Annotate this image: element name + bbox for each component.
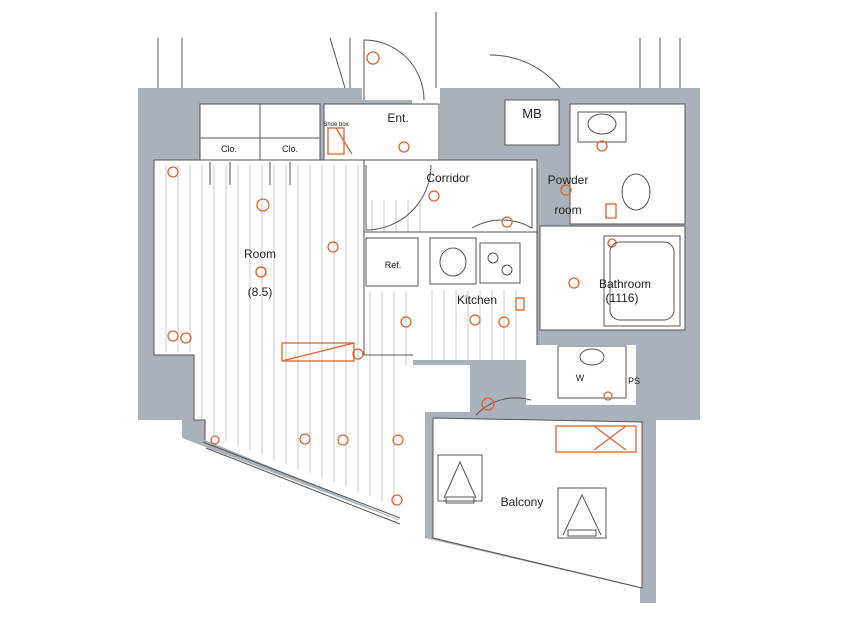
outlet-symbol — [560, 184, 572, 196]
washer-icon — [579, 348, 605, 366]
room-label: Room — [244, 247, 276, 261]
powder-room-label: Powder — [548, 173, 589, 187]
closet-label: Clo. — [221, 144, 237, 154]
closet-label: Clo. — [282, 144, 298, 154]
outlet-symbol — [180, 332, 192, 344]
room-size-label: (8.5) — [248, 285, 273, 299]
balcony-triangles — [437, 454, 607, 539]
corridor-flooring — [371, 200, 517, 360]
balcony-label: Balcony — [501, 495, 544, 509]
outlet-symbol — [352, 348, 364, 360]
interior-floor — [154, 100, 685, 588]
washer-label: W — [576, 373, 585, 383]
entrance-label: Ent. — [387, 111, 408, 125]
outlet-symbol — [398, 141, 410, 153]
room-flooring — [165, 165, 407, 506]
shoe-box-label: Shoe box — [323, 122, 348, 128]
toilet-icon — [621, 173, 651, 211]
outlet-symbol — [501, 216, 513, 228]
outlet-symbol — [299, 433, 311, 445]
doors — [209, 39, 561, 416]
outlet-symbol — [327, 241, 339, 253]
powder-room-label-2: room — [554, 203, 581, 217]
refrigerator-label: Ref. — [385, 260, 402, 270]
meter-box-label: MB — [522, 106, 542, 121]
outlet-symbol — [255, 266, 267, 278]
outlet-symbol — [428, 190, 440, 202]
sink-icon — [439, 247, 467, 277]
kitchen-label: Kitchen — [457, 293, 497, 307]
outlet-symbol — [596, 140, 608, 152]
bathroom-size-label: (1116) — [606, 291, 639, 305]
outlet-symbol — [603, 391, 613, 401]
corridor-label: Corridor — [426, 171, 469, 185]
vent-symbol — [555, 425, 637, 453]
fixture-symbols — [167, 51, 637, 506]
bathroom-label: Bathroom — [599, 277, 651, 291]
pipe-space-label: PS — [628, 376, 640, 386]
outlet-symbol — [498, 316, 510, 328]
vent-symbol — [281, 342, 355, 362]
outlet-symbol — [481, 397, 495, 411]
outlet-symbol — [469, 314, 481, 326]
outlet-symbol — [568, 277, 580, 289]
room-outlines — [153, 99, 686, 589]
appliances — [439, 113, 675, 366]
basin-icon — [587, 113, 617, 135]
outlet-symbol — [366, 51, 380, 65]
outlet-symbol — [167, 166, 179, 178]
outlet-symbol — [256, 198, 270, 212]
outlet-symbol — [210, 435, 220, 445]
switch-symbol — [605, 203, 617, 219]
stove-burner-icon — [501, 264, 513, 276]
context-lines — [157, 12, 681, 89]
outlet-symbol — [167, 330, 179, 342]
switch-symbol — [515, 297, 525, 311]
outlet-symbol — [392, 434, 404, 446]
room-labels: Room (8.5) Ent. MB Corridor Powder room … — [221, 106, 651, 509]
outlet-symbol — [391, 494, 403, 506]
bathtub-icon — [609, 241, 675, 321]
outlet-symbol — [400, 316, 412, 328]
outlet-symbol — [337, 434, 349, 446]
stove-burner-icon — [487, 252, 499, 264]
